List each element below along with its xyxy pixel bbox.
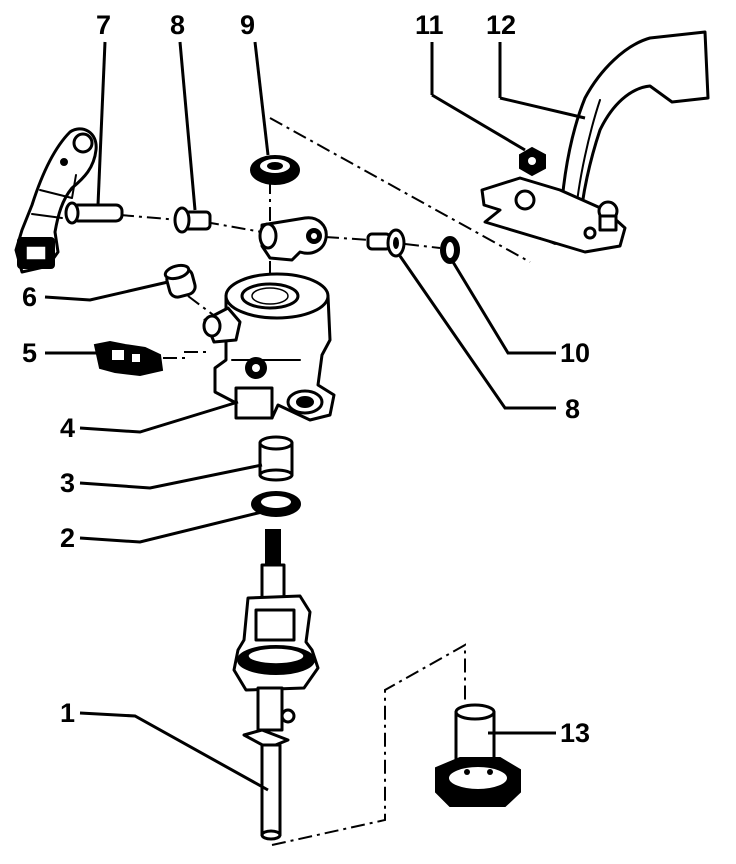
part-3-sleeve	[258, 435, 294, 482]
callout-4: 4	[60, 413, 75, 443]
part-7-shift-arm	[14, 127, 98, 274]
callout-5: 5	[22, 338, 37, 368]
part-1-shaft-assembly	[232, 529, 320, 841]
callout-8-top: 8	[170, 10, 185, 40]
part-11-nut	[519, 146, 546, 177]
callout-1: 1	[60, 698, 75, 728]
part-4-housing	[202, 272, 336, 422]
callout-7: 7	[96, 10, 111, 40]
part-9-seal-ring	[250, 155, 300, 185]
part-11-bracket	[480, 176, 627, 254]
part-6-cap	[163, 263, 197, 299]
callout-9: 9	[240, 10, 255, 40]
callout-11: 11	[415, 10, 444, 40]
callout-8-right: 8	[565, 394, 580, 424]
part-8-bushing-right	[366, 228, 406, 258]
callout-numbers: 7 8 9 11 12 6 5 10 8 4 3 2 1 13	[22, 10, 590, 748]
callout-13: 13	[560, 718, 590, 748]
callout-3: 3	[60, 468, 75, 498]
part-13-flanged-bushing	[435, 703, 521, 807]
part-10-circlip	[440, 236, 460, 264]
callout-12: 12	[486, 10, 516, 40]
selector-lever-link	[258, 216, 328, 262]
part-5-sensor	[93, 340, 164, 377]
callout-6: 6	[22, 282, 37, 312]
part-7-pin	[64, 201, 124, 225]
callout-10: 10	[560, 338, 590, 368]
leader-lines	[44, 41, 586, 792]
callout-2: 2	[60, 523, 75, 553]
part-8-bushing-left	[173, 206, 212, 234]
part-2-washer	[251, 491, 301, 517]
